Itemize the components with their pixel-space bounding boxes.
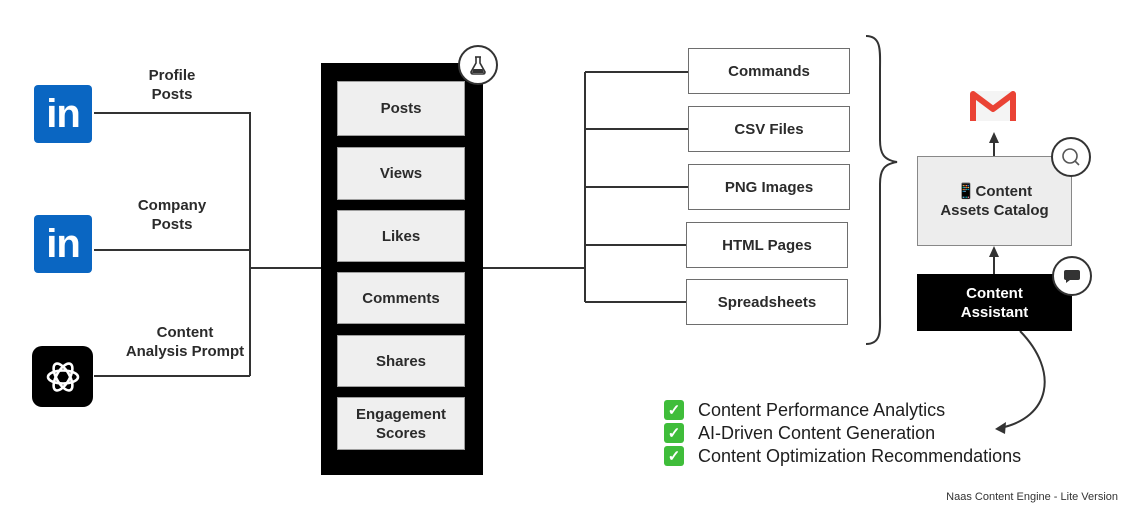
metric-likes: Likes: [337, 210, 465, 262]
metric-shares: Shares: [337, 335, 465, 387]
metric-posts: Posts: [337, 81, 465, 136]
output-png-images: PNG Images: [688, 164, 850, 210]
openai-icon: [32, 346, 93, 407]
output-spreadsheets: Spreadsheets: [686, 279, 848, 325]
output-csv-files: CSV Files: [688, 106, 850, 152]
gmail-icon: [970, 88, 1016, 124]
feature-item: ✓ Content Performance Analytics: [664, 399, 945, 421]
check-icon: ✓: [664, 423, 684, 443]
footer-caption: Naas Content Engine - Lite Version: [946, 491, 1118, 503]
source-label-profile-posts: Profile Posts: [148, 67, 196, 103]
check-icon: ✓: [664, 446, 684, 466]
metric-comments: Comments: [337, 272, 465, 324]
source-label-content-analysis-prompt: Content Analysis Prompt: [125, 324, 245, 360]
content-assets-catalog: 📱Content Assets Catalog: [917, 156, 1072, 246]
phone-icon: 📱: [956, 183, 976, 200]
content-assistant-button[interactable]: Content Assistant: [917, 274, 1072, 331]
linkedin-icon: in: [34, 215, 92, 273]
flask-icon: [458, 45, 498, 85]
check-icon: ✓: [664, 400, 684, 420]
metric-views: Views: [337, 147, 465, 200]
linkedin-icon: in: [34, 85, 92, 143]
metric-engagement-scores: Engagement Scores: [337, 397, 465, 450]
search-icon: [1051, 137, 1091, 177]
output-html-pages: HTML Pages: [686, 222, 848, 268]
feature-item: ✓ Content Optimization Recommendations: [664, 445, 1021, 467]
source-label-company-posts: Company Posts: [137, 197, 207, 233]
chat-icon: [1052, 256, 1092, 296]
feature-item: ✓ AI-Driven Content Generation: [664, 422, 935, 444]
output-commands: Commands: [688, 48, 850, 94]
